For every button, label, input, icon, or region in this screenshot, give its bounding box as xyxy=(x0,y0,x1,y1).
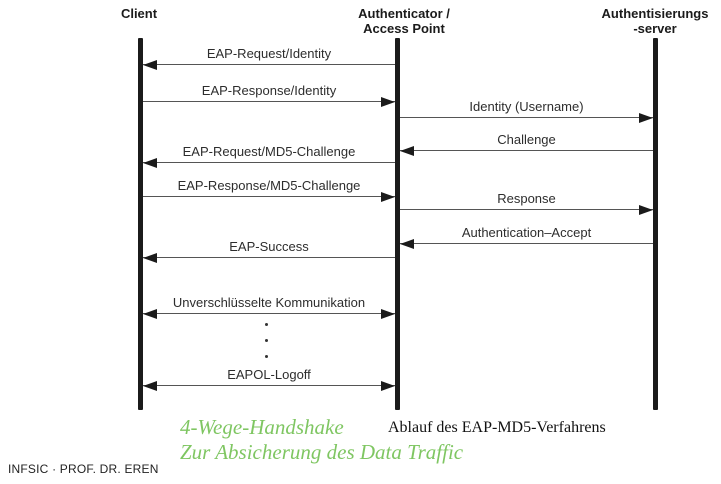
message-label-eap-response-identity: EAP-Response/Identity xyxy=(201,83,337,98)
message-line-eapol-logoff xyxy=(143,385,395,386)
arrowhead-left-icon xyxy=(143,59,157,70)
message-label-response: Response xyxy=(497,191,556,206)
message-label-eap-response-md5-challenge: EAP-Response/MD5-Challenge xyxy=(177,178,361,193)
arrowhead-left-icon xyxy=(143,380,157,391)
arrowhead-right-icon xyxy=(381,308,395,319)
arrowhead-right-icon xyxy=(639,112,653,123)
caption-handshake-line1: 4-Wege-Handshake xyxy=(180,415,344,439)
message-line-response xyxy=(400,209,653,210)
footer-author: INFSIC · PROF. DR. EREN xyxy=(8,462,159,476)
message-label-eap-success: EAP-Success xyxy=(229,239,309,254)
message-line-identity-username xyxy=(400,117,653,118)
arrowhead-left-icon xyxy=(400,238,414,249)
arrowhead-left-icon xyxy=(143,157,157,168)
actor-server-line2: -server xyxy=(633,21,677,36)
message-label-challenge: Challenge xyxy=(497,132,556,147)
message-line-challenge xyxy=(400,150,653,151)
actor-authenticator-line2: Access Point xyxy=(363,21,445,36)
message-label-eapol-logoff: EAPOL-Logoff xyxy=(227,367,311,382)
arrowhead-left-icon xyxy=(400,145,414,156)
arrowhead-right-icon xyxy=(381,96,395,107)
actor-authenticator-line1: Authenticator / xyxy=(358,6,450,21)
continuation-dot-icon xyxy=(265,355,268,358)
actor-client-label: Client xyxy=(89,6,189,21)
message-line-unverschluesselte-kommunikation xyxy=(143,313,395,314)
message-label-authentication-accept: Authentication–Accept xyxy=(461,225,592,240)
message-line-eap-request-md5-challenge xyxy=(143,162,395,163)
lifeline-authenticator xyxy=(395,38,400,410)
message-label-eap-request-md5-challenge: EAP-Request/MD5-Challenge xyxy=(182,144,356,159)
message-line-eap-response-md5-challenge xyxy=(143,196,395,197)
actor-client-name: Client xyxy=(120,6,158,21)
arrowhead-left-icon xyxy=(143,308,157,319)
message-line-eap-success xyxy=(143,257,395,258)
diagram-caption: Ablauf des EAP-MD5-Verfahrens xyxy=(388,419,606,436)
message-line-eap-response-identity xyxy=(143,101,395,102)
lifeline-client xyxy=(138,38,143,410)
message-line-eap-request-identity xyxy=(143,64,395,65)
message-line-authentication-accept xyxy=(400,243,653,244)
actor-authenticator-label: Authenticator / Access Point xyxy=(324,6,484,36)
actor-server-label: Authentisierungs -server xyxy=(585,6,721,36)
caption-handshake-line2: Zur Absicherung des Data Traffic xyxy=(180,440,464,464)
message-label-unverschluesselte-kommunikation: Unverschlüsselte Kommunikation xyxy=(172,295,366,310)
arrowhead-right-icon xyxy=(381,191,395,202)
arrowhead-right-icon xyxy=(381,380,395,391)
actor-server-line1: Authentisierungs xyxy=(601,6,709,21)
message-label-eap-request-identity: EAP-Request/Identity xyxy=(206,46,332,61)
message-label-identity-username: Identity (Username) xyxy=(469,99,584,114)
arrowhead-right-icon xyxy=(639,204,653,215)
arrowhead-left-icon xyxy=(143,252,157,263)
continuation-dot-icon xyxy=(265,339,268,342)
lifeline-server xyxy=(653,38,658,410)
continuation-dot-icon xyxy=(265,323,268,326)
